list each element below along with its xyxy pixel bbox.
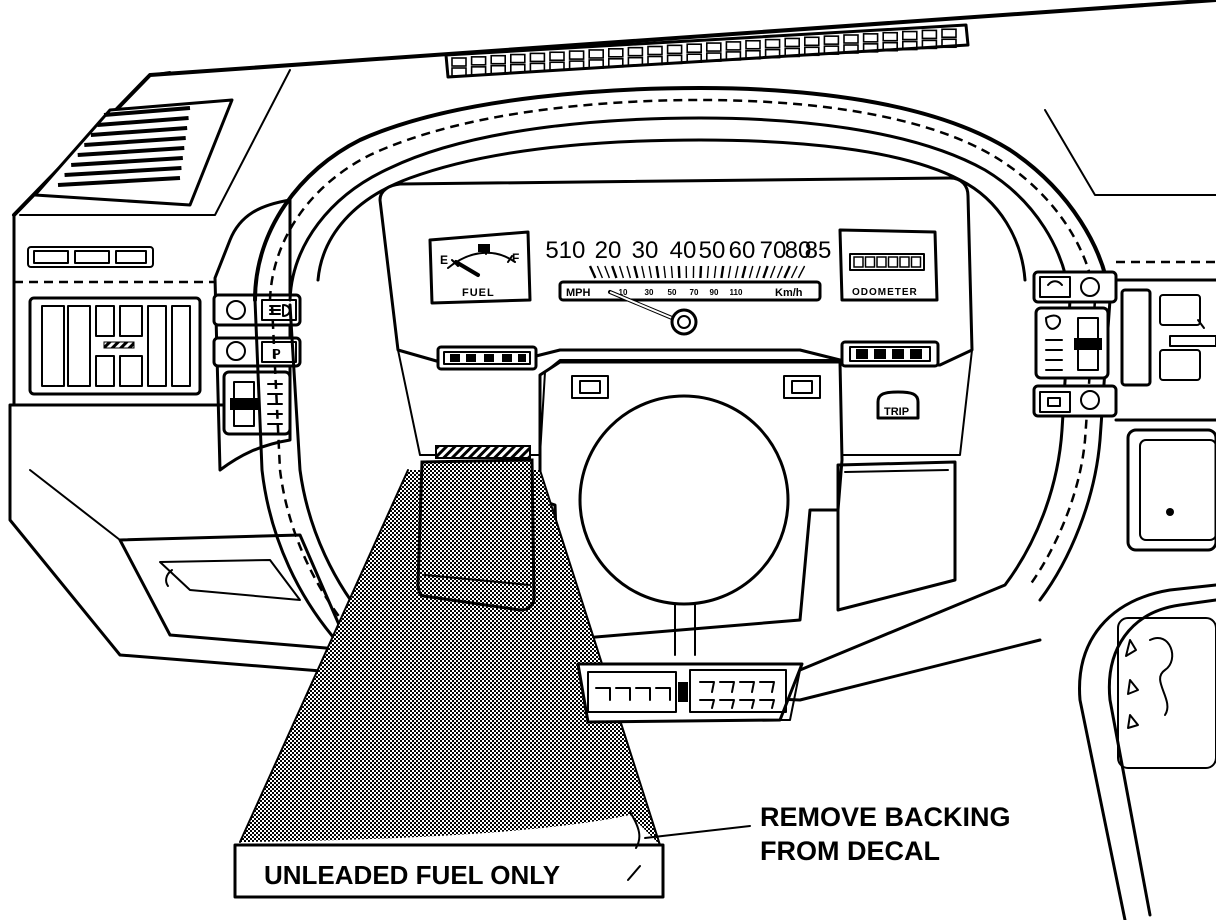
right-warning-strip bbox=[840, 340, 940, 368]
left-indicator-strip bbox=[27, 246, 154, 268]
kmh-scale: 10 30 50 70 90 110 bbox=[619, 288, 743, 297]
trip-reset-button[interactable]: TRIP bbox=[876, 390, 920, 420]
headlamp-switch[interactable] bbox=[261, 299, 297, 321]
mph-scale-label: 20 bbox=[595, 237, 622, 264]
mph-scale-label: 50 bbox=[699, 237, 726, 264]
mph-scale-label: 60 bbox=[729, 237, 756, 264]
mph-scale-label: 40 bbox=[670, 237, 697, 264]
odometer: ODOMETER bbox=[838, 228, 939, 302]
fuel-label: FUEL bbox=[462, 287, 495, 299]
kmh-scale-label: 90 bbox=[710, 288, 719, 297]
glovebox bbox=[118, 533, 352, 652]
decal-zoom-cone bbox=[239, 469, 661, 846]
kmh-scale-label: 10 bbox=[619, 288, 628, 297]
radio-panel bbox=[28, 296, 202, 396]
mph-scale-label: 85 bbox=[805, 237, 832, 264]
parking-lamp-switch[interactable] bbox=[261, 341, 297, 363]
mph-scale-label: 30 bbox=[632, 237, 659, 264]
decal-text: UNLEADED FUEL ONLY bbox=[264, 860, 560, 890]
callout-line-2: FROM DECAL bbox=[760, 836, 940, 866]
gauge-panel bbox=[378, 176, 974, 456]
fuel-full-mark: F bbox=[512, 251, 519, 265]
unleaded-decal: UNLEADED FUEL ONLY bbox=[233, 811, 665, 899]
mph-scale-label: 70 bbox=[760, 237, 787, 264]
right-switch-pod bbox=[1032, 270, 1118, 418]
fuel-empty-mark: E bbox=[440, 253, 448, 267]
fuel-gauge: E F FUEL bbox=[428, 230, 532, 305]
decal-location bbox=[416, 445, 536, 612]
mph-scale-label: 5 bbox=[545, 237, 558, 264]
right-dash-panel bbox=[1044, 109, 1216, 920]
kmh-scale-label: 50 bbox=[668, 288, 677, 297]
right-lower-panel bbox=[836, 460, 957, 612]
odometer-label: ODOMETER bbox=[852, 287, 918, 298]
lower-switch-block bbox=[576, 662, 804, 724]
left-warning-strip bbox=[436, 345, 538, 371]
backing-callout: REMOVE BACKING FROM DECAL bbox=[644, 802, 1011, 866]
defroster-grille bbox=[444, 23, 970, 79]
mph-scale-label: 80 bbox=[785, 237, 812, 264]
mph-unit: MPH bbox=[566, 287, 591, 299]
left-dash-panel bbox=[8, 69, 562, 692]
kmh-scale-label: 30 bbox=[645, 288, 654, 297]
kmh-scale-label: 70 bbox=[690, 288, 699, 297]
trip-label: TRIP bbox=[884, 406, 909, 418]
kmh-scale-label: 110 bbox=[730, 288, 743, 297]
kmh-unit: Km/h bbox=[775, 287, 803, 299]
mph-scale-label: 10 bbox=[559, 237, 586, 264]
svg-text:P: P bbox=[272, 346, 281, 361]
callout-line-1: REMOVE BACKING bbox=[760, 802, 1011, 832]
steering-hub bbox=[578, 394, 790, 606]
